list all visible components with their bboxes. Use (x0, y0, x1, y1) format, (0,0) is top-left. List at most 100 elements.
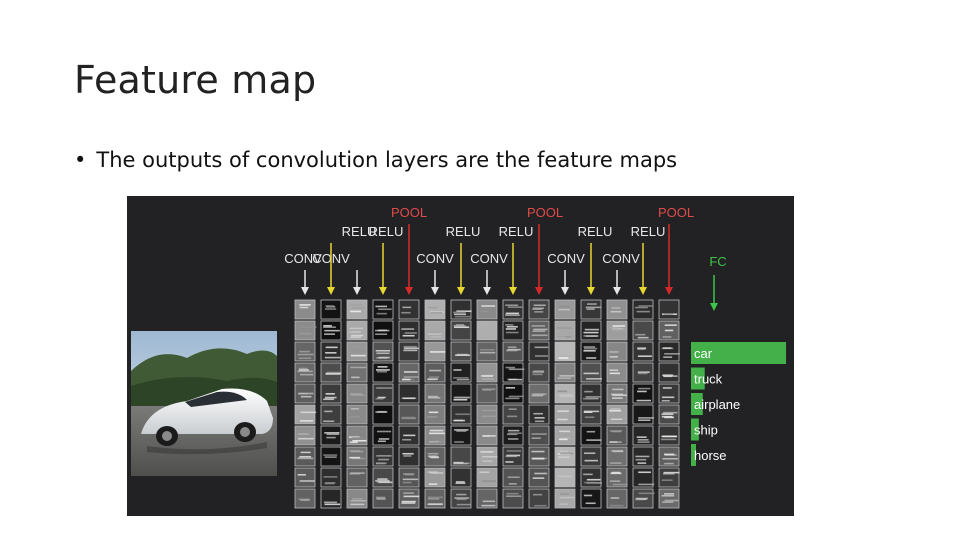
feature-map-stroke (377, 440, 386, 443)
feature-map-stroke (507, 438, 519, 440)
feature-map-stroke (403, 455, 412, 457)
feature-map-stroke (378, 458, 389, 461)
feature-map-stroke (482, 460, 493, 462)
feature-map-stroke (350, 503, 365, 506)
feature-map-stroke (350, 336, 362, 339)
feature-map-cell (502, 299, 524, 320)
feature-map-stroke (403, 371, 418, 373)
feature-map-stroke (638, 419, 651, 422)
feature-map-stroke (299, 420, 314, 422)
feature-map-stroke (532, 371, 545, 374)
feature-map-stroke (505, 312, 519, 315)
feature-map-stroke (559, 496, 575, 499)
layer-label-relu: RELU (631, 224, 666, 239)
feature-map-stroke (378, 481, 393, 484)
feature-map-stroke (323, 501, 337, 504)
feature-map-stroke (350, 310, 361, 313)
feature-map-stroke (428, 411, 439, 414)
feature-map-cell (632, 341, 654, 362)
feature-map-stroke (351, 457, 366, 460)
feature-map-stroke (376, 312, 387, 315)
feature-map-stroke (401, 500, 416, 503)
feature-map-stroke (404, 332, 417, 334)
feature-map-stroke (403, 376, 420, 378)
feature-map-stroke (560, 493, 569, 495)
feature-map-stroke (661, 479, 673, 481)
feature-map-cell (476, 299, 498, 320)
feature-map-stroke (507, 429, 520, 432)
feature-map-stroke (453, 377, 469, 379)
feature-map-stroke (505, 366, 516, 369)
feature-map-stroke (480, 310, 490, 313)
feature-map-cell (580, 383, 602, 404)
feature-map-stroke (299, 350, 310, 353)
feature-map-stroke (351, 437, 363, 439)
feature-map-stroke (506, 433, 518, 436)
feature-map-stroke (637, 462, 647, 464)
feature-map-stroke (661, 399, 670, 402)
feature-map-stroke (430, 311, 443, 314)
feature-map-stroke (505, 387, 516, 389)
feature-map-stroke (583, 346, 596, 348)
feature-map-stroke (534, 504, 547, 507)
feature-map-stroke (377, 370, 387, 373)
feature-map-stroke (610, 393, 624, 396)
feature-map-stroke (403, 495, 420, 498)
feature-map-stroke (532, 493, 543, 496)
feature-map-stroke (427, 416, 437, 418)
feature-map-stroke (506, 331, 519, 334)
feature-map-stroke (558, 357, 569, 359)
feature-map-stroke (532, 477, 545, 479)
feature-map-stroke (611, 327, 624, 330)
feature-map-stroke (586, 478, 601, 481)
feature-map-stroke (635, 498, 645, 501)
feature-map-stroke (376, 498, 386, 500)
feature-map-stroke (375, 479, 390, 482)
feature-map-stroke (663, 375, 672, 378)
feature-map-stroke (454, 429, 469, 431)
feature-map-stroke (505, 455, 517, 458)
feature-map-stroke (479, 351, 496, 354)
feature-map-stroke (663, 471, 680, 474)
feature-map-stroke (456, 378, 470, 381)
feature-map-stroke (427, 471, 438, 473)
feature-map-stroke (583, 331, 599, 334)
feature-map-stroke (325, 305, 335, 307)
feature-map-stroke (455, 354, 470, 356)
feature-map-stroke (559, 398, 574, 400)
feature-map-cell (580, 425, 602, 446)
feature-map-stroke (662, 387, 672, 389)
feature-map-stroke (508, 378, 523, 381)
arrow-head-pool (405, 287, 413, 295)
layer-label-conv: CONV (284, 251, 322, 266)
feature-map-stroke (482, 455, 498, 458)
feature-map-stroke (609, 369, 619, 372)
arrow-head-relu (639, 287, 647, 295)
feature-map-cell (450, 320, 472, 341)
layer-label-conv: CONV (470, 251, 508, 266)
feature-map-stroke (482, 480, 497, 482)
arrow-head-conv (301, 287, 309, 295)
feature-map-cell (528, 446, 550, 467)
feature-map-stroke (531, 393, 547, 395)
feature-map-cell (294, 404, 316, 425)
feature-map-stroke (299, 304, 311, 306)
feature-map-stroke (349, 456, 361, 459)
class-label: airplane (694, 397, 740, 412)
feature-map-stroke (323, 476, 338, 478)
feature-map-stroke (505, 397, 520, 400)
feature-map-stroke (427, 452, 439, 455)
feature-map-stroke (349, 393, 363, 395)
feature-map-stroke (635, 455, 650, 458)
feature-map-stroke (664, 324, 677, 326)
feature-map-cell (554, 488, 576, 509)
feature-map-stroke (586, 378, 602, 380)
feature-map-stroke (297, 370, 313, 373)
feature-map-stroke (401, 416, 415, 419)
layer-label-relu: RELU (342, 224, 377, 239)
feature-map-cell (606, 404, 628, 425)
feature-map-stroke (534, 346, 549, 349)
feature-map-stroke (612, 329, 626, 331)
feature-map-stroke (428, 483, 438, 486)
feature-map-cell (580, 467, 602, 488)
